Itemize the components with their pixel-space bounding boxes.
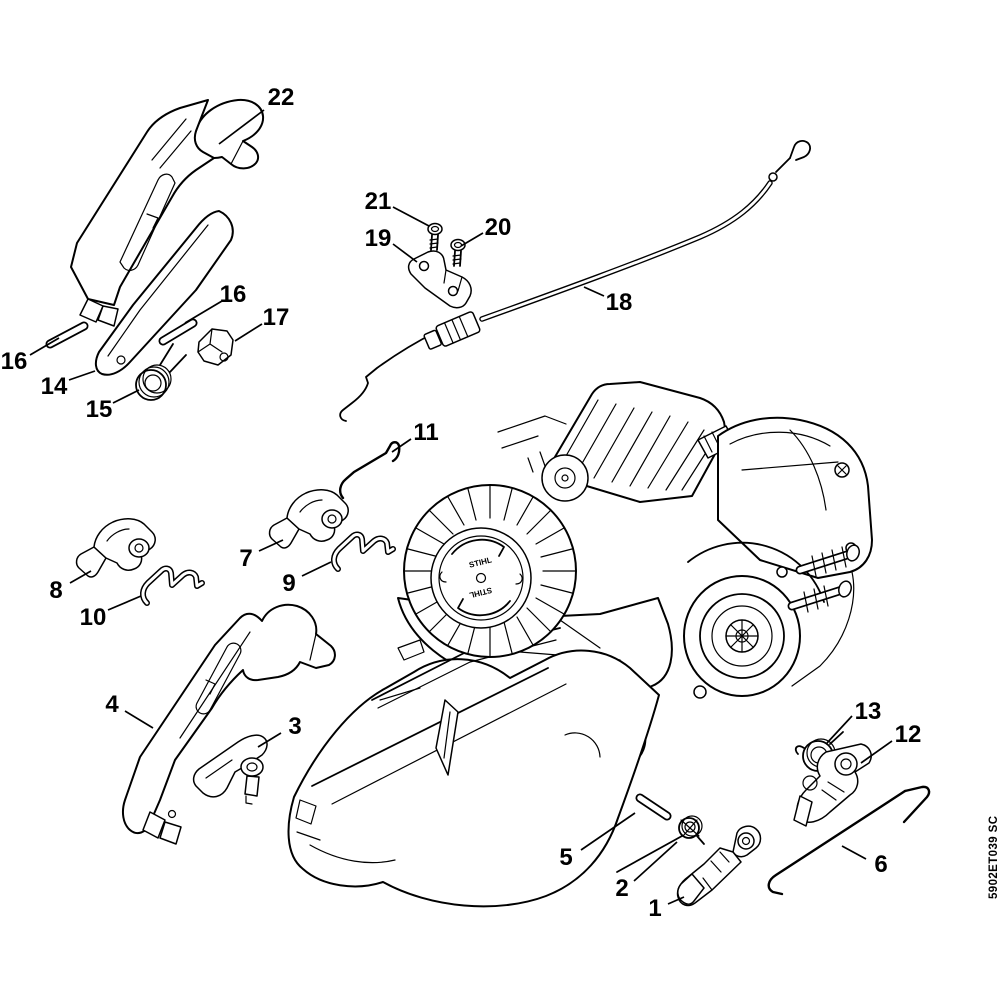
callout-label-13-12: 13	[855, 698, 882, 725]
part-5-pin	[635, 793, 672, 821]
callout-label-19-19: 19	[365, 225, 392, 252]
part-9-spring-clip	[331, 531, 396, 572]
part-18-throttle-cable	[339, 140, 811, 422]
callout-leader-1-0	[667, 896, 685, 905]
part-16-pin-left	[45, 321, 89, 349]
part-20-screw	[450, 238, 466, 267]
part-12-lever	[793, 743, 872, 827]
callout-leader-15-14	[112, 389, 140, 404]
callout-label-7-6: 7	[239, 545, 252, 572]
callout-label-14-13: 14	[41, 373, 68, 400]
callout-label-18-18: 18	[606, 289, 633, 316]
callout-leader-17-17	[234, 323, 263, 342]
bar-studs	[787, 544, 860, 613]
callout-leader-3-2	[257, 732, 282, 748]
carburetor	[497, 415, 589, 502]
part-21-screw	[427, 222, 443, 251]
part-3-interlock-lever	[192, 734, 268, 805]
part-7-trigger	[268, 489, 349, 549]
rear-handle-housing	[287, 649, 660, 908]
callout-label-16-15: 16	[220, 281, 247, 308]
callout-leader-16-16	[29, 337, 60, 356]
part-8-trigger	[75, 518, 156, 578]
callout-leader-14-13	[68, 370, 96, 381]
callout-label-12-11: 12	[895, 721, 922, 748]
callout-leader-8-7	[69, 570, 92, 584]
part-10-spring-clip	[140, 565, 205, 606]
callout-leader-20-20	[460, 232, 484, 247]
engine-assembly: STIHL STIHL	[287, 381, 873, 908]
callout-label-4-3: 4	[105, 691, 119, 718]
callout-leader-7-6	[258, 539, 284, 552]
clutch-drum	[683, 541, 825, 699]
part-22-handle-grip	[70, 98, 265, 327]
callout-label-22-22: 22	[268, 84, 295, 111]
callout-leader-13-12	[826, 715, 853, 744]
callout-leader-16-15	[184, 300, 223, 324]
callout-leader-18-18	[583, 286, 605, 297]
part-11-link-wire	[338, 441, 401, 500]
callout-label-9-8: 9	[282, 570, 295, 597]
callout-leader-22-22	[218, 109, 265, 145]
callout-label-3-2: 3	[288, 713, 301, 740]
callout-leader-5-4	[580, 812, 636, 851]
callout-label-16-16: 16	[1, 348, 28, 375]
part-15-torsion-spring	[135, 343, 187, 401]
callout-label-15-14: 15	[86, 396, 113, 423]
part-16-pin-top	[158, 318, 198, 346]
callout-leader-12-11	[860, 740, 893, 764]
part-14-handle-molding	[94, 210, 234, 376]
callout-label-8-7: 8	[49, 577, 62, 604]
part-17-switch-shaft	[197, 328, 234, 366]
part-4-handle-molding	[121, 603, 336, 845]
callout-label-17-17: 17	[263, 304, 290, 331]
callout-leader-6-5	[841, 845, 867, 860]
air-filter: STIHL STIHL	[403, 484, 577, 658]
callout-label-6-5: 6	[874, 851, 887, 878]
callout-leader-2-1	[633, 841, 678, 882]
callout-leader-9-8	[301, 561, 332, 577]
engine-right-cover	[717, 416, 873, 687]
callout-leader-11-10	[391, 438, 412, 453]
part-1-trigger-lockout	[676, 825, 762, 907]
callout-label-11-10: 11	[413, 419, 438, 446]
callout-leader-4-3	[124, 710, 154, 729]
doc-number: 5902ET039 SC	[988, 816, 1000, 899]
callout-label-21-21: 21	[365, 188, 392, 215]
callout-label-20-20: 20	[485, 214, 512, 241]
callout-label-1-0: 1	[648, 895, 661, 922]
part-2-spring	[616, 815, 705, 873]
callout-leader-21-21	[392, 206, 430, 227]
callout-label-10-9: 10	[80, 604, 107, 631]
callout-leader-19-19	[392, 243, 418, 263]
part-19-cable-lever	[407, 250, 472, 309]
callout-label-2-1: 2	[615, 875, 628, 902]
callout-label-5-4: 5	[559, 844, 572, 871]
callout-leader-10-9	[107, 595, 142, 611]
part-6-link-rod	[767, 785, 931, 896]
